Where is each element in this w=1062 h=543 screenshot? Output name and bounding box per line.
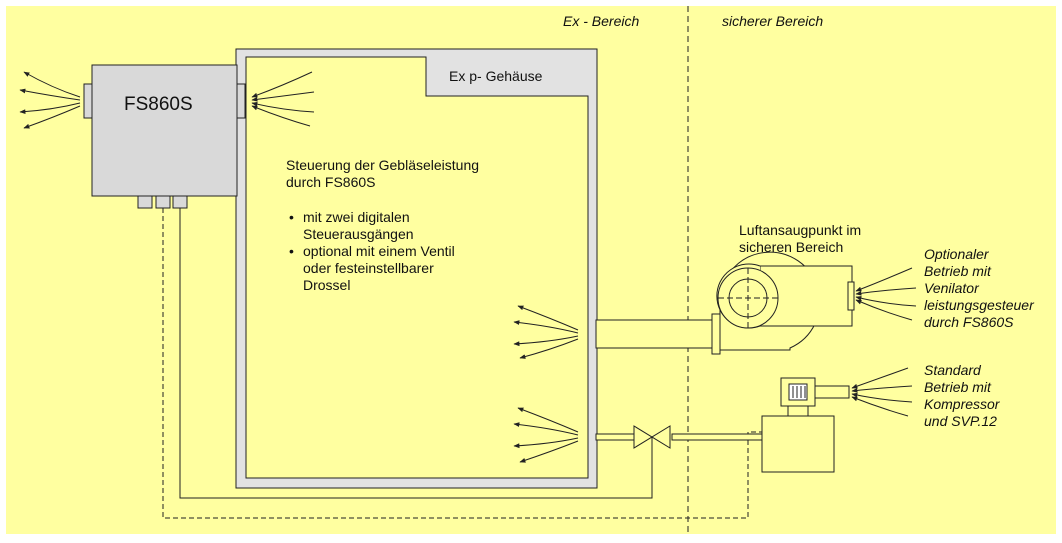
fs860s-device: [83, 64, 246, 209]
housing-label: Ex p- Gehäuse: [449, 68, 543, 84]
control-bullet: mit zwei digitalen Steuerausgängen: [289, 209, 455, 243]
signal-line-valve: [179, 208, 653, 499]
zone-label-hazardous: Ex - Bereich: [563, 13, 640, 29]
signal-line-compressor: [162, 208, 762, 519]
compressor-symbol: [761, 377, 850, 473]
airflow-compressor-intake: [851, 367, 913, 417]
airflow-fs860s-purge: [251, 71, 315, 127]
valve-symbol: [633, 425, 671, 449]
zone-label-safe: sicherer Bereich: [722, 13, 824, 29]
airflow-housing-inlet-lower: [513, 407, 579, 463]
fan-symbol: [716, 251, 855, 351]
fan-duct: [595, 313, 721, 355]
airflow-fan-intake: [855, 267, 917, 321]
airflow-fs860s-exhaust: [19, 71, 81, 129]
airflow-housing-inlet-upper: [513, 305, 579, 359]
control-bullets: mit zwei digitalen Steuerausgängen optio…: [289, 209, 455, 294]
compressor-pipe: [595, 433, 763, 441]
compressor-option-label: Standard Betrieb mit Kompressor und SVP.…: [924, 362, 1000, 429]
fan-option-label: Optionaler Betrieb mit Venilator leistun…: [924, 246, 1034, 330]
intake-label: Luftansaugpunkt im sicheren Bereich: [739, 222, 862, 255]
device-label: FS860S: [124, 94, 193, 115]
control-heading: Steuerung der Gebläseleistung durch FS86…: [286, 157, 480, 190]
control-bullet: optional mit einem Ventil oder festeinst…: [289, 243, 455, 294]
